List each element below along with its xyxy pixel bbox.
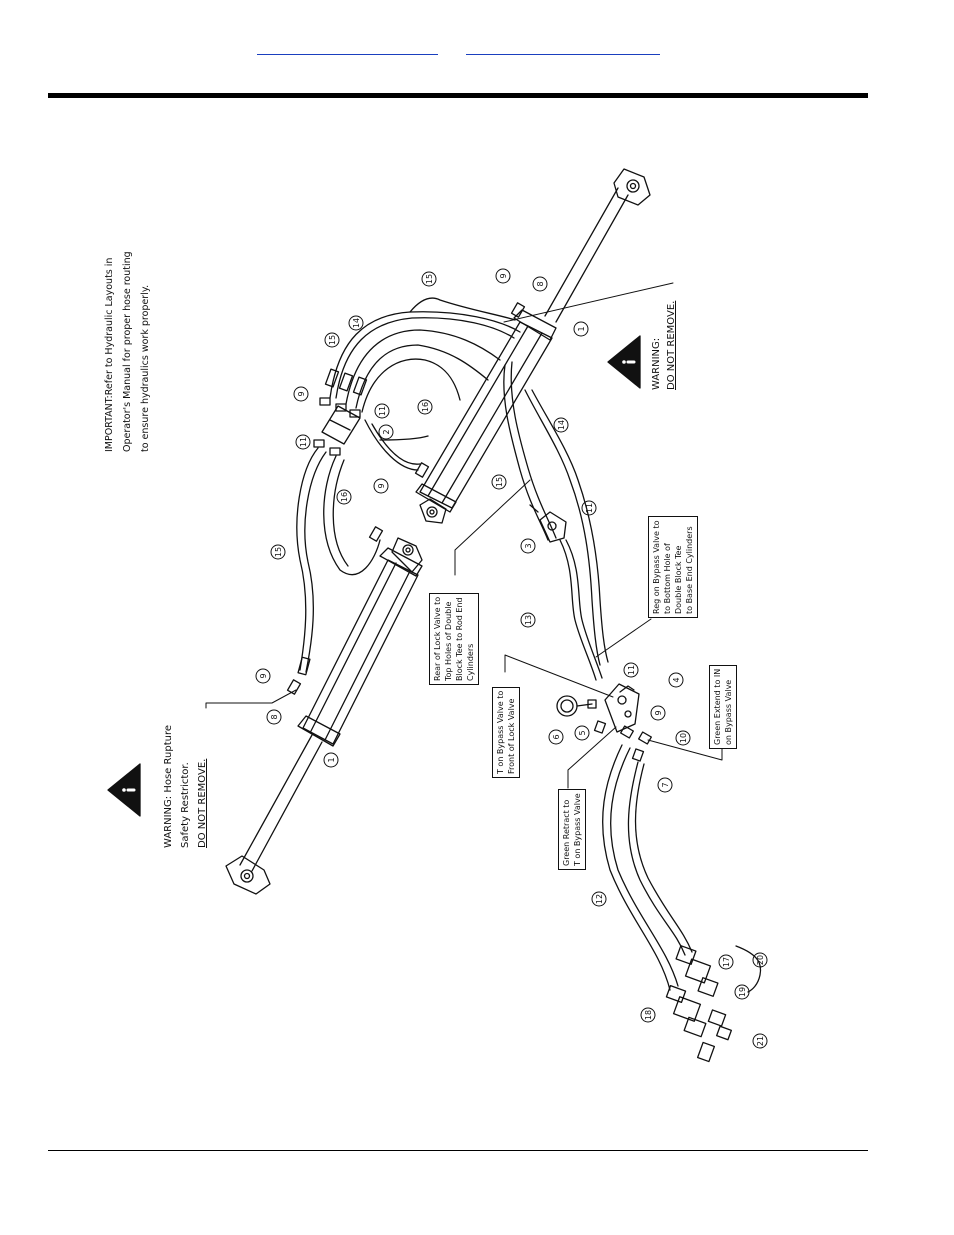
- part-number: 17: [722, 957, 731, 967]
- important-note-line: to ensure hydraulics work properly.: [140, 284, 151, 452]
- cylinder-left: [225, 526, 423, 895]
- part-number: 16: [340, 492, 349, 502]
- part-number: 15: [495, 477, 504, 487]
- part-number: 2: [382, 429, 391, 434]
- part-number: 9: [259, 673, 268, 678]
- callout-line: Rear of Lock Valve to: [433, 596, 442, 681]
- double-block-tee: [313, 397, 361, 456]
- part-number: 1: [577, 326, 586, 331]
- callout-line: Green Extend to IN: [713, 668, 722, 745]
- hoses-left: [296, 419, 429, 676]
- part-number: 6: [552, 734, 561, 739]
- important-note-line: IMPORTANT:Refer to Hydraulic Layouts in: [104, 257, 115, 452]
- callout-line: Cylinders: [466, 643, 475, 681]
- callout-line: to Base End Cylinders: [685, 526, 694, 614]
- part-number: 19: [738, 987, 747, 997]
- callout-line: T on Bypass Valve: [573, 793, 582, 866]
- callout-reg-bypass-valve: Reg on Bypass Valve to to Bottom Hole of…: [648, 516, 698, 618]
- callout-line: Top Holes of Double: [444, 601, 453, 681]
- part-number: 15: [328, 335, 337, 345]
- part-number: 9: [499, 273, 508, 278]
- part-number: 8: [270, 714, 279, 719]
- warning-note-line: WARNING:: [651, 337, 662, 390]
- part-number: 4: [672, 677, 681, 682]
- part-number: 3: [524, 543, 533, 548]
- part-number: 16: [421, 402, 430, 412]
- part-number: 1: [327, 757, 336, 762]
- balloons: [255, 268, 768, 1049]
- part-number: 18: [644, 1010, 653, 1020]
- part-number: 11: [378, 406, 387, 416]
- important-note-line: Operator's Manual for proper hose routin…: [122, 251, 133, 452]
- callout-line: Green Retract to: [562, 799, 571, 866]
- callout-green-retract: Green Retract to T on Bypass Valve: [558, 789, 586, 870]
- callout-line: Block Tee to Rod End: [455, 597, 464, 681]
- warning-note-left: WARNING: Hose Rupture Safety Restrictor.…: [163, 725, 209, 848]
- header-link-2[interactable]: [466, 40, 660, 55]
- callout-t-bypass-valve: T on Bypass Valve to Front of Lock Valve: [492, 686, 520, 778]
- part-number: 15: [425, 274, 434, 284]
- hoses-upper: [324, 297, 521, 413]
- callout-line: on Bypass Valve: [724, 679, 733, 745]
- callout-line: Double Block Tee: [674, 545, 683, 614]
- part-number: 5: [578, 730, 587, 735]
- part-number: 14: [352, 318, 361, 328]
- leader-lines: [205, 282, 723, 789]
- callout-green-extend: Green Extend to IN on Bypass Valve: [709, 664, 737, 749]
- part-number: 8: [536, 281, 545, 286]
- part-number: 13: [524, 615, 533, 625]
- bypass-valve: [556, 683, 652, 762]
- part-number: 11: [627, 665, 636, 675]
- footer-rule: [48, 1150, 868, 1151]
- part-number: 12: [595, 894, 604, 904]
- cylinder-right: [414, 168, 651, 524]
- header-rule: [48, 93, 868, 98]
- callout-line: to Bottom Hole of: [663, 543, 672, 614]
- callout-line: Front of Lock Valve: [507, 698, 516, 774]
- warning-note-line: DO NOT REMOVE.: [666, 300, 677, 390]
- part-number: 11: [585, 503, 594, 513]
- warning-note-line: WARNING: Hose Rupture: [163, 724, 174, 848]
- part-number: 9: [297, 391, 306, 396]
- part-number: 9: [377, 483, 386, 488]
- warning-note-line: Safety Restrictor.: [180, 762, 191, 848]
- warning-note-line: DO NOT REMOVE.: [197, 758, 208, 848]
- hoses-middle: [503, 361, 609, 681]
- warning-icon: [107, 335, 641, 817]
- part-number: 21: [756, 1036, 765, 1046]
- part-number: 9: [654, 710, 663, 715]
- part-number: 11: [299, 437, 308, 447]
- part-number: 15: [274, 547, 283, 557]
- callout-line: Reg on Bypass Valve to: [652, 520, 661, 614]
- hoses-lower: [602, 744, 762, 1063]
- header-link-1[interactable]: [257, 40, 438, 55]
- part-number: 20: [756, 955, 765, 965]
- part-numbers: 1 1 2 3 4 5 6 7 8 8 9 9 9 9 9 10 11 11 1…: [259, 273, 765, 1046]
- callout-line: T on Bypass Valve to: [496, 690, 505, 774]
- part-number: 7: [661, 782, 670, 787]
- callout-rear-lock-valve: Rear of Lock Valve to Top Holes of Doubl…: [429, 592, 479, 685]
- important-note: IMPORTANT:Refer to Hydraulic Layouts in …: [104, 251, 152, 452]
- part-number: 14: [557, 420, 566, 430]
- warning-note-right: WARNING: DO NOT REMOVE.: [651, 301, 678, 390]
- part-number: 10: [679, 733, 688, 743]
